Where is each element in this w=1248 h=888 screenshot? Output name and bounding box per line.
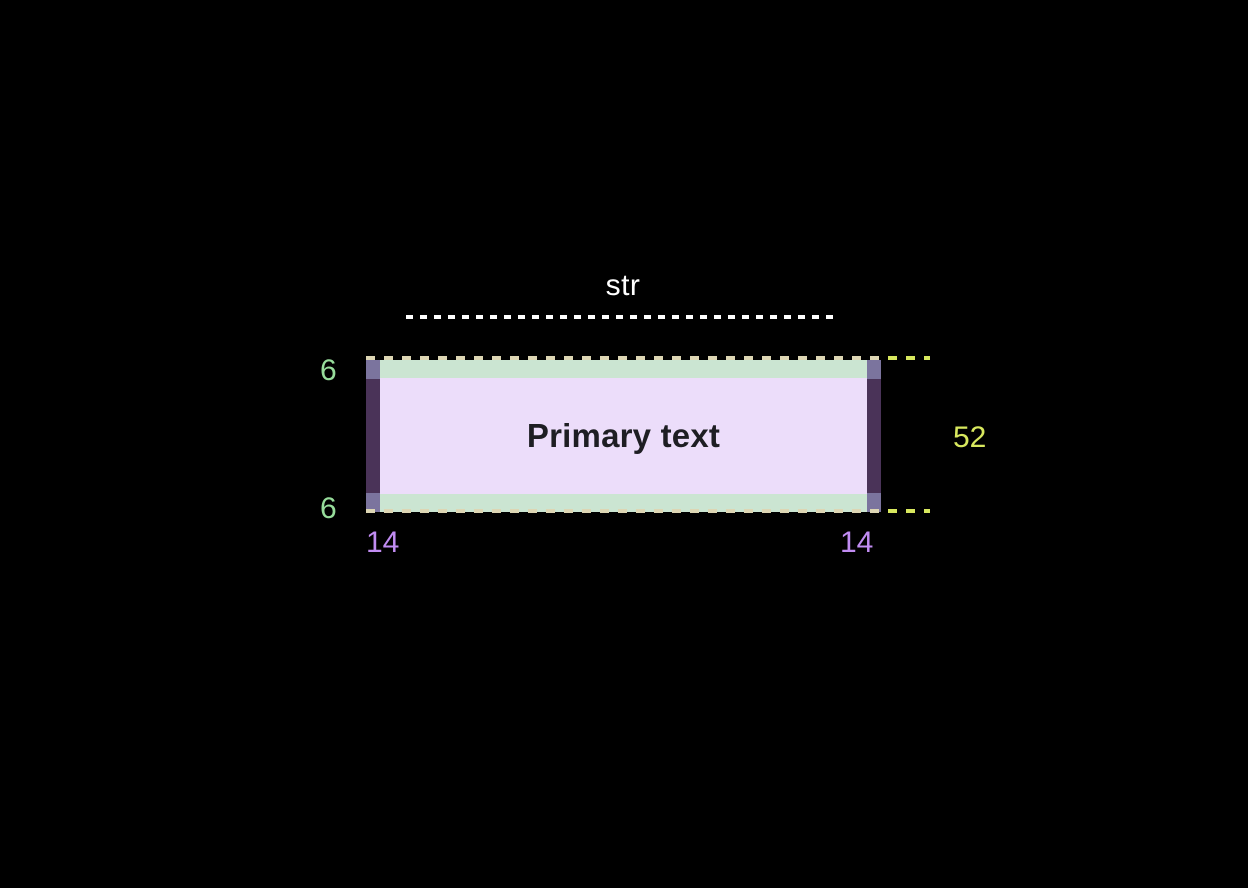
pill-button[interactable]: Primary text [366,360,881,512]
box-edge-guide-top [366,356,881,360]
measurement-padding-bottom: 6 [320,492,337,525]
content-box: Primary text [380,378,867,494]
primary-text-label: Primary text [526,417,721,454]
padding-band-top [380,360,867,378]
padding-band-bottom [380,494,867,512]
measurement-padding-right: 14 [840,526,874,559]
width-guide-line [406,315,840,319]
string-label: str [605,269,641,302]
measurement-height: 52 [953,421,987,454]
box-edge-guide-bottom [366,509,881,513]
pill-body: Primary text [380,360,867,512]
measurement-padding-top: 6 [320,354,337,387]
measurement-padding-left: 14 [366,526,400,559]
